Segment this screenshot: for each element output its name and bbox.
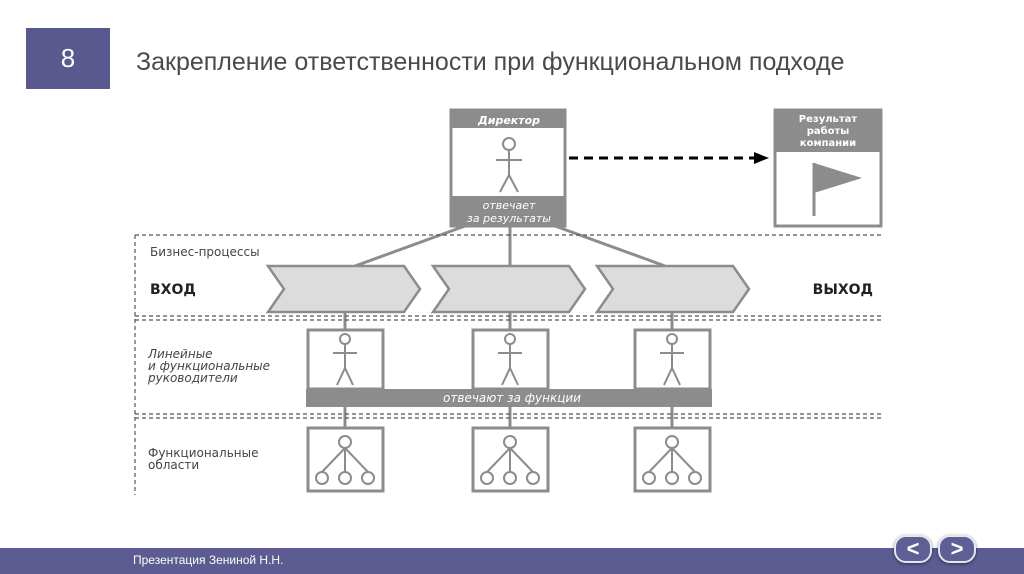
lane-separators bbox=[134, 234, 882, 495]
manager-box-3 bbox=[633, 328, 712, 391]
hierarchy-icon bbox=[315, 435, 375, 485]
director-caption-line2: за результаты bbox=[467, 212, 551, 225]
area-box-2 bbox=[471, 426, 550, 493]
hierarchy-icon bbox=[480, 435, 540, 485]
process-chevron-1 bbox=[265, 264, 422, 314]
dashed-arrow bbox=[569, 152, 769, 164]
manager-person-icon bbox=[498, 333, 522, 386]
input-label: ВХОД bbox=[150, 282, 196, 298]
process-chevron-3 bbox=[594, 264, 751, 314]
lane-label-managers-line2: и функциональные bbox=[148, 359, 270, 373]
hierarchy-icon bbox=[642, 435, 702, 485]
director-caption-line1: отвечает bbox=[483, 199, 536, 212]
lane-label-business-processes: Бизнес-процессы bbox=[150, 245, 260, 259]
functions-caption: отвечают за функции bbox=[443, 391, 581, 405]
lane-label-managers-line3: руководители bbox=[147, 371, 238, 385]
footer-bar: Презентация Зениной Н.Н. bbox=[0, 548, 1024, 574]
director-person-icon bbox=[496, 137, 522, 193]
manager-person-icon bbox=[660, 333, 684, 386]
result-line2: работы bbox=[807, 125, 850, 137]
vertical-connectors bbox=[343, 312, 674, 428]
process-chevron-2 bbox=[430, 264, 587, 314]
lane-label-managers-line1: Линейные bbox=[147, 347, 213, 361]
director-label: Директор bbox=[477, 114, 540, 127]
slide-number: 8 bbox=[26, 28, 110, 89]
next-slide-button[interactable]: > bbox=[938, 535, 976, 563]
manager-box-1 bbox=[306, 328, 385, 391]
area-box-3 bbox=[633, 426, 712, 493]
area-box-1 bbox=[306, 426, 385, 493]
director-box: Директор отвечает за результаты bbox=[449, 108, 567, 228]
director-connectors bbox=[354, 224, 666, 268]
prev-slide-button[interactable]: < bbox=[894, 535, 932, 563]
result-line1: Результат bbox=[799, 114, 858, 125]
manager-box-2 bbox=[471, 328, 550, 391]
result-line3: компании bbox=[800, 138, 856, 149]
footer-author: Презентация Зениной Н.Н. bbox=[133, 553, 284, 567]
flag-icon bbox=[812, 163, 862, 216]
result-box: Результат работы компании bbox=[773, 108, 883, 228]
functions-bar bbox=[306, 389, 712, 407]
manager-person-icon bbox=[333, 333, 357, 386]
output-label: ВЫХОД bbox=[813, 282, 873, 298]
lane-label-areas-line2: области bbox=[148, 458, 199, 472]
process-chevrons bbox=[265, 264, 751, 314]
slide-title: Закрепление ответственности при функцион… bbox=[136, 48, 845, 76]
lane-label-areas-line1: Функциональные bbox=[148, 446, 258, 460]
